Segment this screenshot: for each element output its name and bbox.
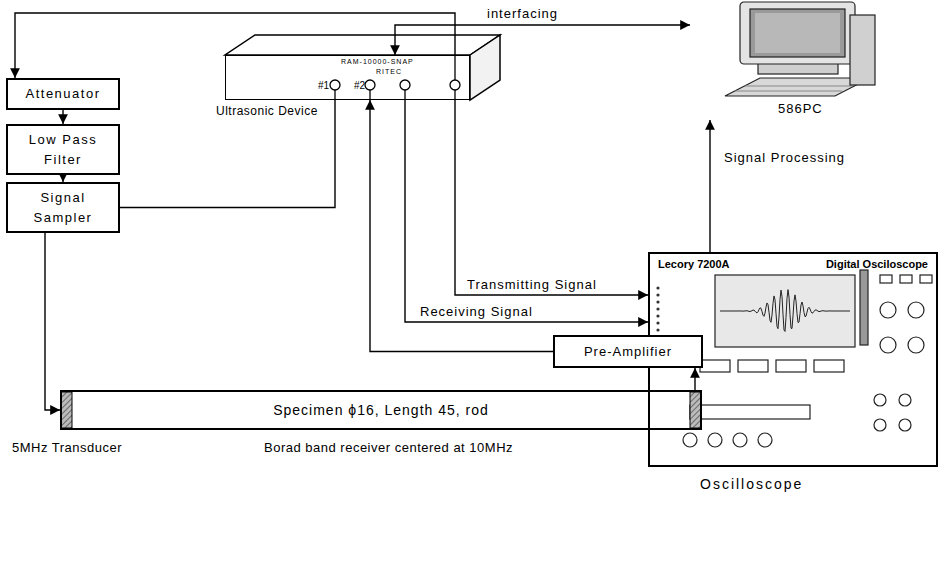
node-label: Lecory 7200A	[658, 258, 730, 270]
node-label: Signal Sampler	[23, 188, 103, 227]
oscilloscope-illustration	[700, 360, 730, 372]
node-label: Attenuator	[26, 84, 101, 104]
equipment-node: RAM-10000-SNAPRITEC#1#2Ultrasonic Device	[225, 55, 470, 100]
oscilloscope-indicator	[656, 286, 659, 338]
process-box: Attenuator	[6, 78, 120, 110]
process-box: Low Pass Filter	[6, 124, 120, 175]
computer-illustration	[850, 15, 875, 85]
device-port	[369, 90, 370, 100]
signal-connector	[120, 100, 335, 208]
signal-connector	[694, 368, 695, 390]
node-label: 586PC	[778, 101, 823, 116]
oscilloscope-illustration	[690, 405, 810, 419]
oscilloscope-illustration	[814, 360, 844, 372]
transducer	[61, 392, 701, 428]
device-port	[365, 80, 375, 90]
computer-illustration	[750, 9, 845, 57]
oscilloscope-illustration	[860, 270, 868, 345]
transducer	[690, 392, 701, 428]
computer-illustration	[725, 2, 875, 96]
device-port	[450, 80, 460, 90]
oscilloscope-illustration	[880, 302, 896, 318]
oscilloscope-illustration	[880, 337, 896, 353]
oscilloscope-illustration	[683, 270, 932, 447]
oscilloscope-illustration	[738, 360, 768, 372]
computer-illustration	[755, 13, 840, 53]
oscilloscope-illustration	[908, 337, 924, 353]
oscilloscope-illustration	[874, 419, 886, 431]
device-port	[454, 55, 455, 80]
node-label: Pre-Amplifier	[584, 342, 672, 362]
oscilloscope-illustration	[874, 394, 886, 406]
device-port	[404, 90, 405, 100]
signal-connector	[405, 100, 648, 322]
transducer	[61, 392, 72, 428]
indicator-dot	[656, 314, 659, 317]
process-box: Signal Sampler	[6, 182, 120, 233]
indicator-dot	[656, 286, 659, 289]
oscilloscope-illustration	[715, 275, 855, 347]
computer-illustration	[725, 78, 870, 96]
signal-connector	[15, 13, 455, 78]
node-label: Oscilloscope	[700, 476, 803, 492]
device-port	[400, 80, 410, 90]
signal-connector	[62, 110, 63, 125]
computer-illustration	[740, 2, 855, 64]
signal-connector	[395, 25, 690, 55]
device-port	[454, 90, 455, 100]
signal-connector	[62, 175, 63, 182]
indicator-dot	[656, 307, 659, 310]
indicator-dot	[656, 300, 659, 303]
connector-label: Signal Processing	[722, 150, 847, 165]
oscilloscope-illustration	[920, 275, 932, 283]
signal-connector	[709, 120, 710, 252]
connector-label: Receiving Signal	[418, 304, 535, 319]
waveform-trace	[720, 290, 850, 332]
node-label: Low Pass Filter	[23, 130, 103, 169]
part-label: 5MHz Transducer	[10, 440, 124, 455]
node-label: RAM-10000-SNAP	[341, 58, 414, 65]
computer-illustration	[735, 90, 842, 91]
connector-label: Transmitting Signal	[465, 277, 599, 292]
device-body	[225, 35, 500, 55]
signal-connector	[370, 100, 553, 352]
device-port	[330, 80, 340, 90]
oscilloscope-illustration	[758, 433, 772, 447]
indicator-dot	[656, 293, 659, 296]
oscilloscope-illustration	[708, 433, 722, 447]
device-body	[470, 35, 500, 100]
oscilloscope-illustration	[880, 275, 892, 283]
oscilloscope-illustration	[899, 419, 911, 431]
indicator-dot	[656, 328, 659, 331]
device-port	[330, 55, 460, 100]
device-port	[334, 90, 335, 100]
equipment-node: 586PC	[690, 0, 890, 120]
oscilloscope-illustration	[683, 433, 697, 447]
process-box: Specimen ϕ16, Length 45, rod	[60, 390, 702, 430]
node-label: Specimen ϕ16, Length 45, rod	[273, 400, 489, 421]
indicator-dot	[656, 321, 659, 324]
signal-connector	[455, 100, 648, 295]
node-label: #1	[318, 80, 329, 91]
node-label: RITEC	[376, 68, 402, 75]
node-label: Ultrasonic Device	[216, 104, 318, 118]
process-box: Pre-Amplifier	[553, 335, 703, 368]
node-label: Digital Osciloscope	[826, 258, 928, 270]
oscilloscope-illustration	[900, 275, 912, 283]
node-label: #2	[354, 80, 365, 91]
oscilloscope-illustration	[733, 433, 747, 447]
signal-connector	[45, 233, 60, 410]
oscilloscope-illustration	[908, 302, 924, 318]
oscilloscope-illustration	[776, 360, 806, 372]
device-body	[225, 35, 500, 100]
part-label: Borad band receiver centered at 10MHz	[262, 440, 515, 455]
computer-illustration	[745, 85, 852, 86]
connector-label: interfacing	[485, 6, 560, 21]
oscilloscope-illustration	[899, 394, 911, 406]
